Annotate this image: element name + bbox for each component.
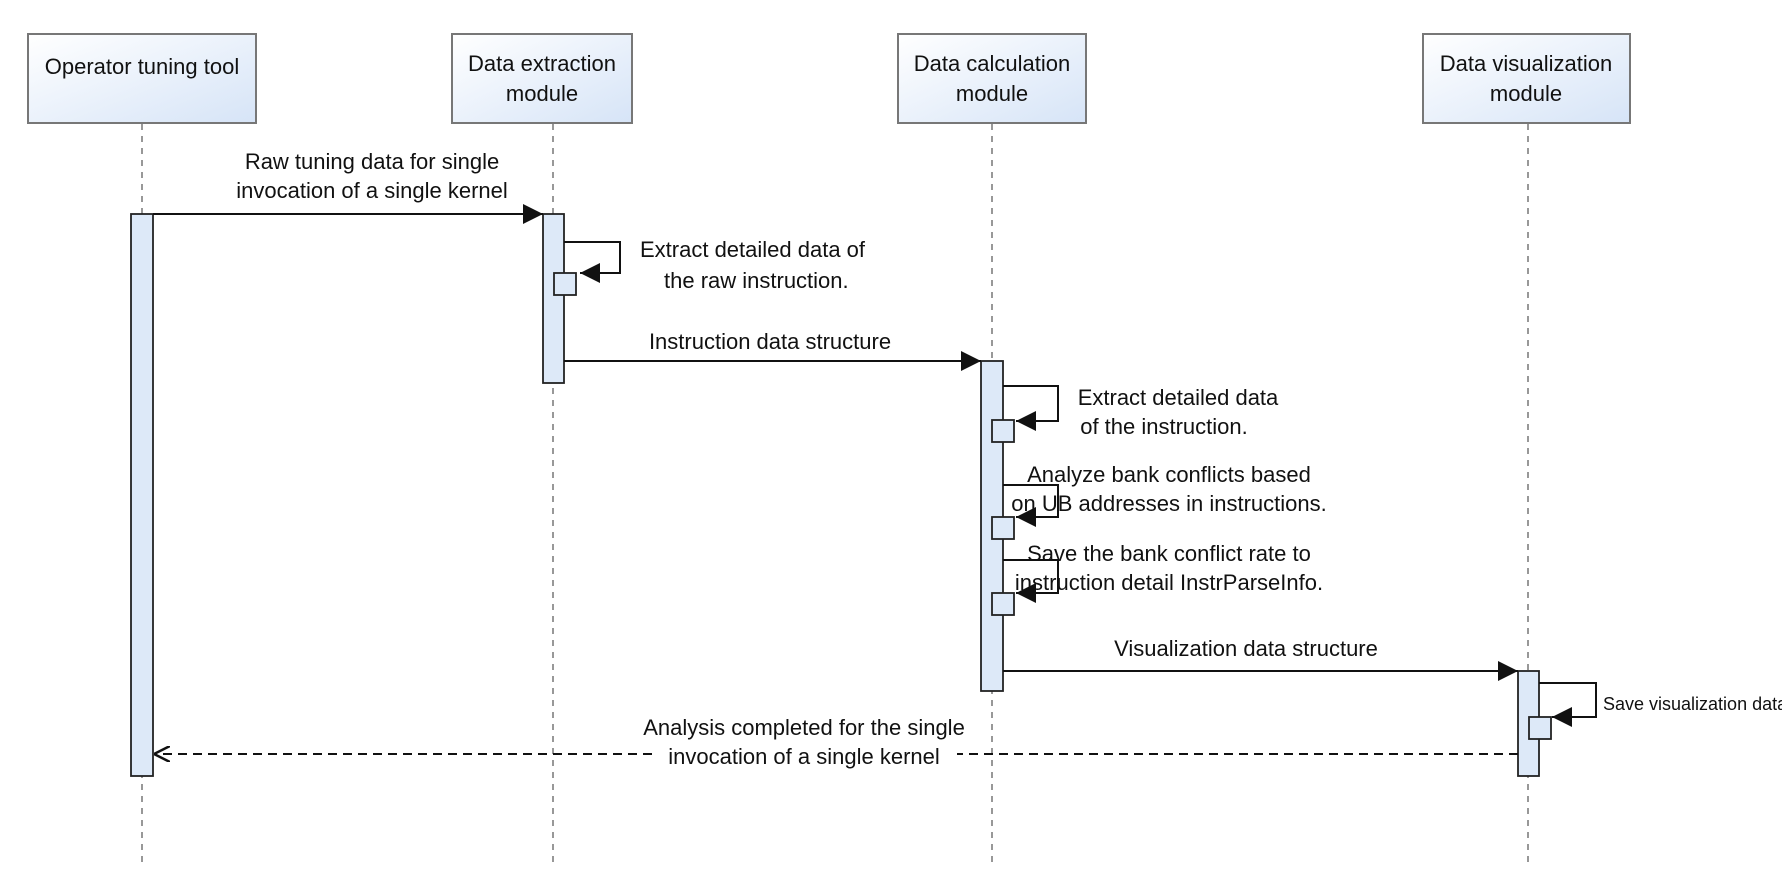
self-call-label: Save the bank conflict rate to (1027, 541, 1311, 566)
message-label: Instruction data structure (649, 329, 891, 354)
message-label: Analysis completed for the single (643, 715, 965, 740)
self-call-activation (991, 592, 1015, 616)
self-call-label: the raw instruction. (664, 268, 849, 293)
self-call-label: Extract detailed data of (640, 237, 866, 262)
participant-data-calculation-module: Data calculation module (897, 33, 1087, 124)
message-analysis-completed: Analysis completed for the single invoca… (154, 715, 1518, 769)
message-instruction-data-structure: Instruction data structure (564, 329, 981, 371)
participant-data-visualization-module: Data visualization module (1422, 33, 1631, 124)
participant-label: Operator tuning tool (45, 54, 239, 79)
self-call-activation (991, 516, 1015, 540)
participant-data-extraction-module: Data extraction module (451, 33, 633, 124)
participant-label: module (506, 81, 578, 106)
self-call-label: Save visualization data. (1603, 694, 1782, 714)
self-call-label: Analyze bank conflicts based (1027, 462, 1311, 487)
self-call-activation (991, 419, 1015, 443)
participant-operator-tuning-tool: Operator tuning tool (27, 33, 257, 124)
self-call-save-visualization-data: Save visualization data. (1528, 682, 1782, 740)
message-visualization-data-structure: Visualization data structure (1003, 636, 1518, 681)
self-call-extract-raw-instruction: Extract detailed data of the raw instruc… (553, 237, 866, 296)
self-call-label: Extract detailed data (1078, 385, 1279, 410)
self-call-activation (1528, 716, 1552, 740)
self-call-label: instruction detail InstrParseInfo. (1015, 570, 1323, 595)
message-raw-tuning-data: Raw tuning data for single invocation of… (153, 149, 543, 224)
participant-label: Data extraction (468, 51, 616, 76)
participant-label: Data visualization (1440, 51, 1612, 76)
activation-bar-operator-tuning-tool (130, 213, 154, 777)
activation-bar-data-extraction-module (542, 213, 565, 384)
self-call-label: on UB addresses in instructions. (1011, 491, 1327, 516)
self-call-activation (553, 272, 577, 296)
participant-label: Data calculation (914, 51, 1071, 76)
self-call-save-bank-conflict-rate: Save the bank conflict rate to instructi… (991, 541, 1323, 616)
message-label: invocation of a single kernel (668, 744, 940, 769)
participant-label: module (1490, 81, 1562, 106)
message-label: Visualization data structure (1114, 636, 1378, 661)
participant-label: module (956, 81, 1028, 106)
self-call-analyze-bank-conflicts: Analyze bank conflicts based on UB addre… (991, 462, 1327, 540)
self-call-label: of the instruction. (1080, 414, 1248, 439)
self-call-extract-instruction-detail: Extract detailed data of the instruction… (991, 385, 1279, 443)
message-label: Raw tuning data for single (245, 149, 499, 174)
message-label: invocation of a single kernel (236, 178, 508, 203)
